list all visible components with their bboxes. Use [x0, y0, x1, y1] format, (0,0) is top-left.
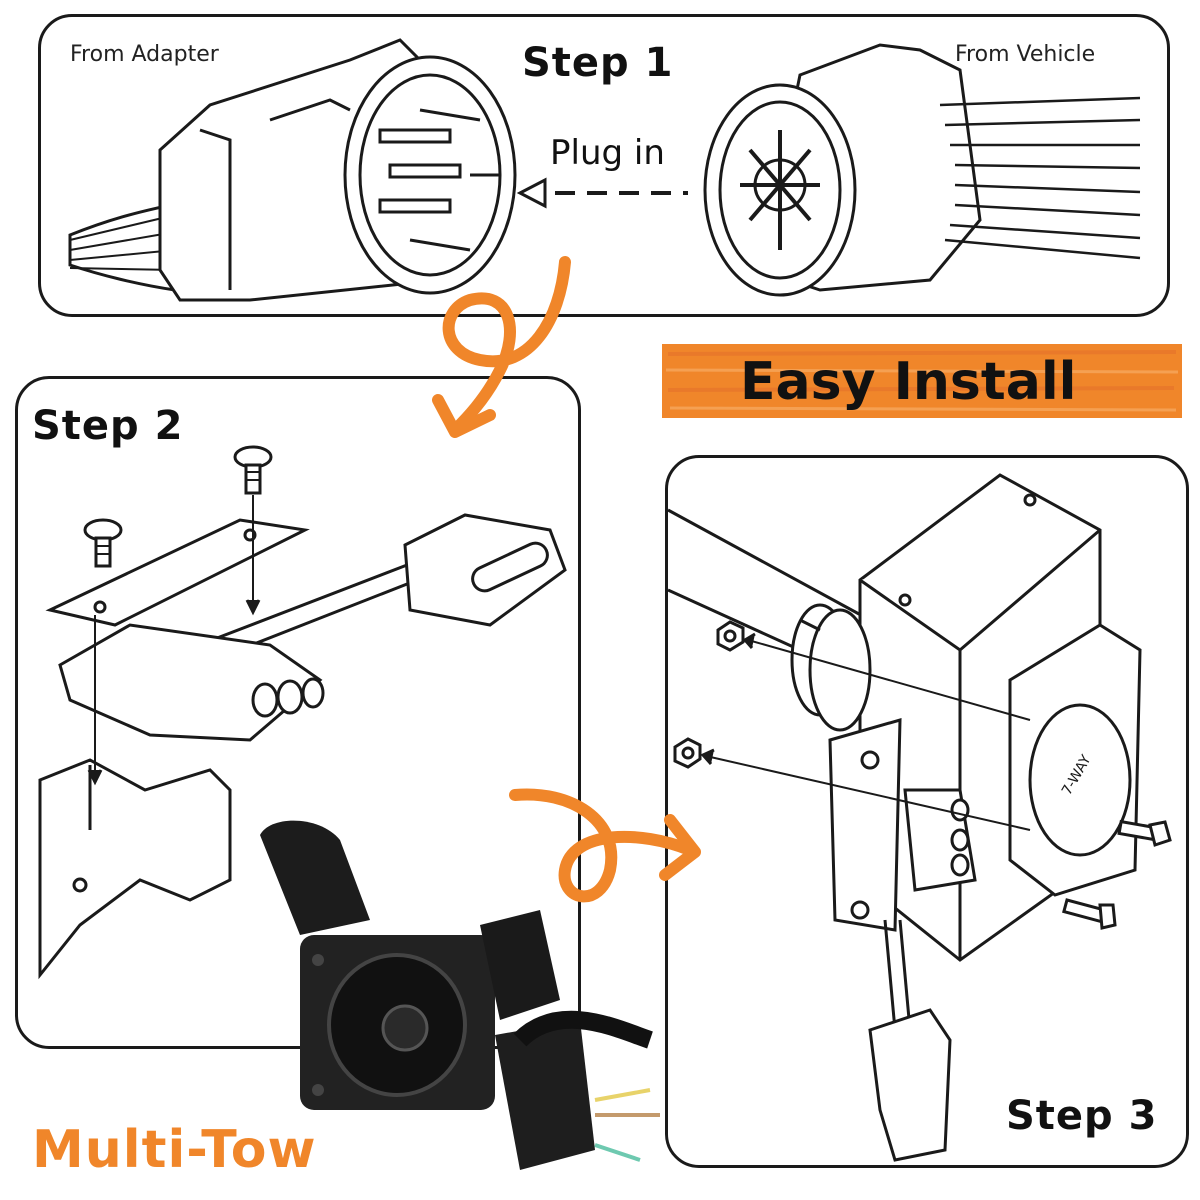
from-vehicle-label: From Vehicle [955, 42, 1096, 67]
step-1-title: Step 1 [522, 40, 674, 86]
mounting-bracket [38, 758, 232, 980]
from-adapter-label: From Adapter [70, 42, 219, 67]
seven-way-socket [260, 820, 660, 1170]
plug-in-label: Plug in [550, 133, 665, 173]
plug-in-arrow [516, 177, 688, 209]
dangling-plug [868, 1008, 952, 1162]
brand-name: Multi-Tow [32, 1120, 317, 1180]
screw-icon [233, 445, 273, 495]
adapter-connector [68, 38, 517, 302]
step-2-title: Step 2 [32, 403, 184, 449]
mounting-plate [45, 518, 310, 627]
easy-install-title: Easy Install [740, 352, 1077, 412]
nut-icon [716, 620, 745, 652]
step-3-title: Step 3 [1006, 1093, 1158, 1139]
nut-icon [673, 737, 702, 769]
curly-arrow-step1-to-step2 [442, 256, 571, 436]
easy-install-banner-bg [662, 344, 1182, 418]
vehicle-connector [703, 43, 1141, 297]
screw-icon [83, 518, 123, 568]
bolt-icon [1117, 819, 1172, 847]
curly-arrow-step2-to-step3 [509, 788, 696, 903]
bolt-icon [1062, 898, 1117, 930]
